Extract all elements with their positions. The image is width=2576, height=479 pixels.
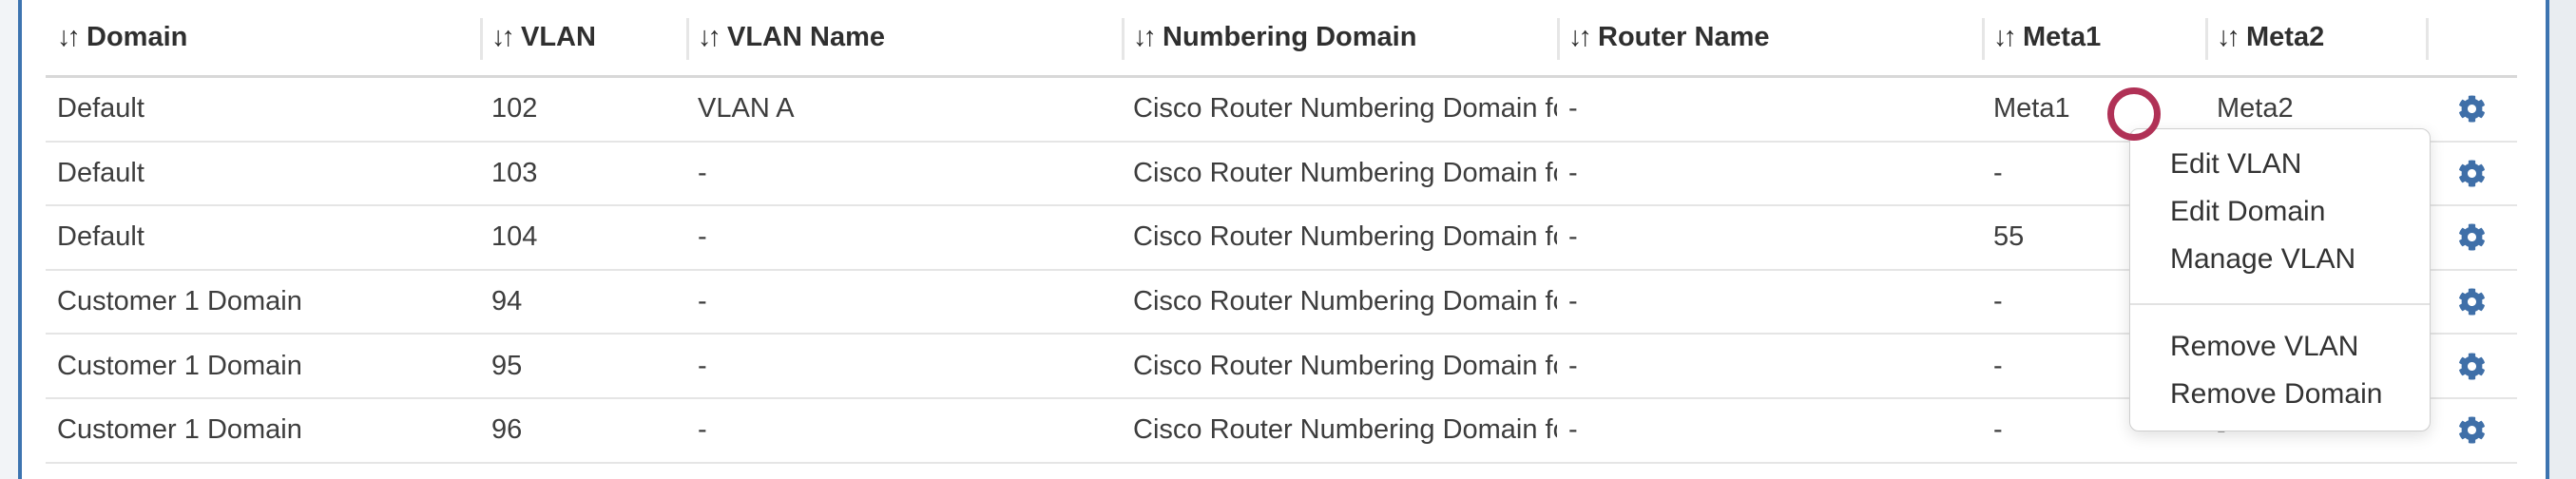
annotation-circle — [2107, 87, 2161, 141]
row-actions-gear-button[interactable] — [2454, 412, 2489, 448]
sort-icon: ↓↑ — [57, 22, 81, 52]
cell-actions — [2426, 205, 2517, 271]
menu-item-manage-vlan[interactable]: Manage VLAN — [2170, 243, 2356, 275]
column-header-actions — [2426, 0, 2517, 78]
column-header-label: VLAN Name — [727, 22, 885, 52]
cell-router-name: - — [1557, 205, 1982, 271]
cell-vlan: 102 — [480, 76, 686, 143]
cell-numbering-domain: Cisco Router Numbering Domain for ... — [1122, 397, 1557, 464]
column-header-label: Domain — [87, 22, 188, 52]
cell-numbering-domain: Cisco Router Numbering Domain for ... — [1122, 269, 1557, 335]
cell-domain: Customer 1 Domain — [46, 334, 480, 399]
sort-icon: ↓↑ — [698, 22, 721, 52]
table-header-row: ↓↑Domain↓↑VLAN↓↑VLAN Name↓↑Numbering Dom… — [46, 0, 2517, 78]
cell-domain: Default — [46, 141, 480, 207]
cell-vlan-name: - — [686, 141, 1122, 207]
cell-vlan: 96 — [480, 397, 686, 464]
panel-left-border — [18, 0, 22, 479]
table-header: ↓↑Domain↓↑VLAN↓↑VLAN Name↓↑Numbering Dom… — [46, 0, 2517, 78]
left-background-band — [0, 0, 18, 479]
cell-domain: Default — [46, 205, 480, 271]
cell-vlan: 95 — [480, 334, 686, 399]
cell-actions — [2426, 141, 2517, 207]
gear-icon — [2458, 416, 2485, 444]
menu-item-edit-domain[interactable]: Edit Domain — [2170, 196, 2326, 227]
column-header-meta1[interactable]: ↓↑Meta1 — [1982, 0, 2205, 78]
cell-vlan: 94 — [480, 269, 686, 335]
row-actions-gear-button[interactable] — [2454, 349, 2489, 384]
cell-vlan-name: - — [686, 397, 1122, 464]
menu-item-edit-vlan[interactable]: Edit VLAN — [2170, 148, 2302, 180]
cell-actions — [2426, 397, 2517, 464]
sort-icon: ↓↑ — [1993, 22, 2017, 52]
cell-vlan-name: - — [686, 334, 1122, 399]
menu-divider — [2130, 303, 2430, 305]
sort-icon: ↓↑ — [491, 22, 515, 52]
cell-vlan: 104 — [480, 205, 686, 271]
cell-numbering-domain: Cisco Router Numbering Domain for ... — [1122, 76, 1557, 143]
column-header-label: Meta1 — [2023, 22, 2102, 52]
row-actions-gear-button[interactable] — [2454, 284, 2489, 319]
cell-vlan-name: - — [686, 205, 1122, 271]
column-header-domain[interactable]: ↓↑Domain — [46, 0, 480, 78]
cell-router-name: - — [1557, 76, 1982, 143]
cell-numbering-domain: Cisco Router Numbering Domain for ... — [1122, 205, 1557, 271]
sort-icon: ↓↑ — [1133, 22, 1157, 52]
cell-vlan: 103 — [480, 141, 686, 207]
cell-domain: Customer 1 Domain — [46, 397, 480, 464]
column-header-vlan-name[interactable]: ↓↑VLAN Name — [686, 0, 1122, 78]
panel-right-border — [2546, 0, 2549, 479]
menu-item-remove-domain[interactable]: Remove Domain — [2170, 378, 2383, 410]
cell-router-name: - — [1557, 269, 1982, 335]
gear-icon — [2458, 160, 2485, 187]
cell-router-name: - — [1557, 141, 1982, 207]
sort-icon: ↓↑ — [2217, 22, 2240, 52]
gear-icon — [2458, 95, 2485, 123]
column-header-label: VLAN — [521, 22, 596, 52]
cell-actions — [2426, 334, 2517, 399]
sort-icon: ↓↑ — [1568, 22, 1592, 52]
column-header-numbering-domain[interactable]: ↓↑Numbering Domain — [1122, 0, 1557, 78]
right-background-band — [2549, 0, 2576, 479]
gear-icon — [2458, 223, 2485, 252]
row-actions-gear-button[interactable] — [2454, 156, 2489, 191]
column-header-label: Meta2 — [2246, 22, 2325, 52]
cell-numbering-domain: Cisco Router Numbering Domain for ... — [1122, 141, 1557, 207]
column-header-label: Router Name — [1598, 22, 1770, 52]
row-actions-gear-button[interactable] — [2454, 220, 2489, 255]
cell-actions — [2426, 76, 2517, 143]
gear-icon — [2458, 288, 2485, 316]
cell-router-name: - — [1557, 334, 1982, 399]
cell-vlan-name: - — [686, 269, 1122, 335]
gear-icon — [2458, 353, 2485, 380]
column-header-label: Numbering Domain — [1163, 22, 1417, 52]
row-actions-gear-button[interactable] — [2454, 91, 2489, 126]
cell-domain: Customer 1 Domain — [46, 269, 480, 335]
cell-router-name: - — [1557, 397, 1982, 464]
cell-numbering-domain: Cisco Router Numbering Domain for ... — [1122, 334, 1557, 399]
cell-domain: Default — [46, 76, 480, 143]
cell-vlan-name: VLAN A — [686, 76, 1122, 143]
menu-item-remove-vlan[interactable]: Remove VLAN — [2170, 331, 2359, 362]
column-header-meta2[interactable]: ↓↑Meta2 — [2205, 0, 2426, 78]
cell-actions — [2426, 269, 2517, 335]
column-header-router-name[interactable]: ↓↑Router Name — [1557, 0, 1982, 78]
column-header-vlan[interactable]: ↓↑VLAN — [480, 0, 686, 78]
